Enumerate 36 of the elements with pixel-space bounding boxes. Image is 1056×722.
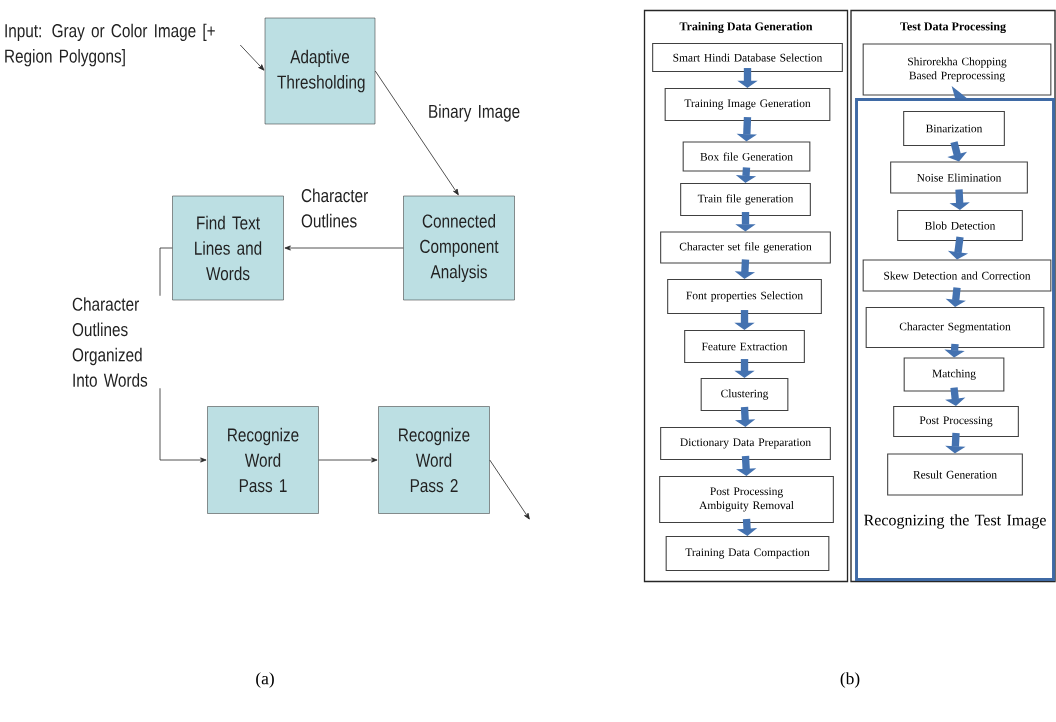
- step-box: Binarization: [903, 110, 1005, 147]
- step-box: Noise Elimination: [890, 161, 1028, 194]
- step-box: Dictionary Data Preparation: [660, 426, 831, 461]
- step-box: Skew Detection and Correction: [862, 259, 1052, 292]
- step-box: Clustering: [700, 377, 789, 412]
- step-box: Smart Hindi Database Selection: [652, 42, 843, 73]
- edge-label: Binary Image: [426, 102, 530, 124]
- input-text: Input: Gray or Color Image [+ Region Polygons]: [5, 23, 215, 67]
- process-box: Adaptive Thresholding: [264, 17, 376, 125]
- process-box: Find Text Lines and Words: [172, 195, 284, 301]
- process-box: Connected Component Analysis: [403, 195, 515, 301]
- arrow: [374, 70, 459, 196]
- step-box: Training Data Compaction: [665, 535, 830, 572]
- step-box: Matching: [903, 357, 1005, 392]
- step-box: Shirorekha Chopping Based Preprocessing: [862, 43, 1052, 96]
- arrow: [489, 459, 530, 520]
- step-box: Post Processing Ambiguity Removal: [659, 475, 834, 524]
- arrow: [239, 44, 265, 71]
- step-box: Training Image Generation: [664, 87, 831, 122]
- step-box: Blob Detection: [897, 209, 1023, 242]
- edge-label: Character Outlines Organized Into Words: [70, 295, 162, 389]
- process-box: Recognize Word Pass 1: [207, 406, 319, 514]
- step-box: Train file generation: [680, 182, 811, 217]
- panel-label: (b): [840, 672, 860, 688]
- arrow: [284, 245, 404, 251]
- step-box: Character set file generation: [660, 231, 831, 264]
- step-box: Feature Extraction: [684, 329, 805, 364]
- arrow: [318, 457, 378, 463]
- process-box: Recognize Word Pass 2: [378, 406, 490, 514]
- edge-label: Character Outlines: [299, 187, 373, 229]
- step-box: Font properties Selection: [667, 278, 822, 315]
- panel-label: (a): [256, 672, 274, 688]
- step-box: Character Segmentation: [865, 306, 1045, 349]
- step-box: Box file Generation: [682, 141, 811, 172]
- step-box: Result Generation: [887, 453, 1023, 496]
- step-box: Post Processing: [893, 405, 1019, 438]
